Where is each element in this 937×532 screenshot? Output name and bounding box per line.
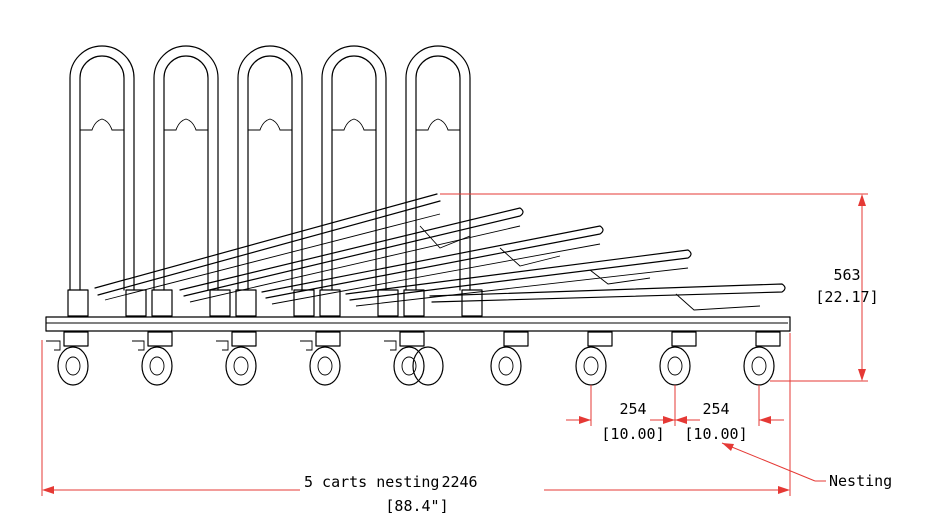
caster-wheel-9 (743, 331, 781, 386)
spacing-dimensions (566, 385, 784, 426)
overall-length-value: 2246 (441, 473, 477, 491)
caster-wheel-2 (132, 331, 173, 386)
height-value: 563 (833, 266, 860, 284)
spacing-left-value: 254 (619, 400, 646, 418)
spacing-right-inches: [10.00] (684, 425, 747, 443)
cart-handle-1 (67, 45, 147, 317)
spacing-left-inches: [10.00] (601, 425, 664, 443)
nesting-count-label: 5 carts nesting (304, 473, 439, 491)
cart-handle-3 (235, 45, 315, 317)
cart-handle-5 (403, 45, 483, 317)
caster-wheel-6 (490, 331, 529, 386)
base-rail (45, 316, 791, 332)
caster-wheel-7 (575, 331, 613, 386)
overall-length-dimension (41, 333, 791, 496)
height-dimension (440, 193, 868, 382)
caster-wheel-4 (300, 331, 341, 386)
overall-length-inches: [88.4"] (385, 497, 448, 515)
caster-wheel-3 (216, 331, 257, 386)
cart-handle-2 (151, 45, 231, 317)
nesting-leader (721, 442, 826, 482)
caster-wheels (46, 331, 781, 386)
caster-wheel-1 (46, 331, 89, 386)
caster-wheel-8 (659, 331, 697, 386)
cart-handles (67, 45, 483, 317)
dimension-annotations: 563 [22.17] 254 [10.00] 254 [10.00] Nest… (41, 193, 892, 515)
height-inches: [22.17] (815, 288, 878, 306)
spacing-right-value: 254 (702, 400, 729, 418)
cart-handle-4 (319, 45, 399, 317)
nesting-callout: Nesting (829, 472, 892, 490)
platform-decks (94, 193, 786, 311)
caster-wheel-5 (384, 331, 444, 386)
cart-linework (45, 45, 791, 386)
